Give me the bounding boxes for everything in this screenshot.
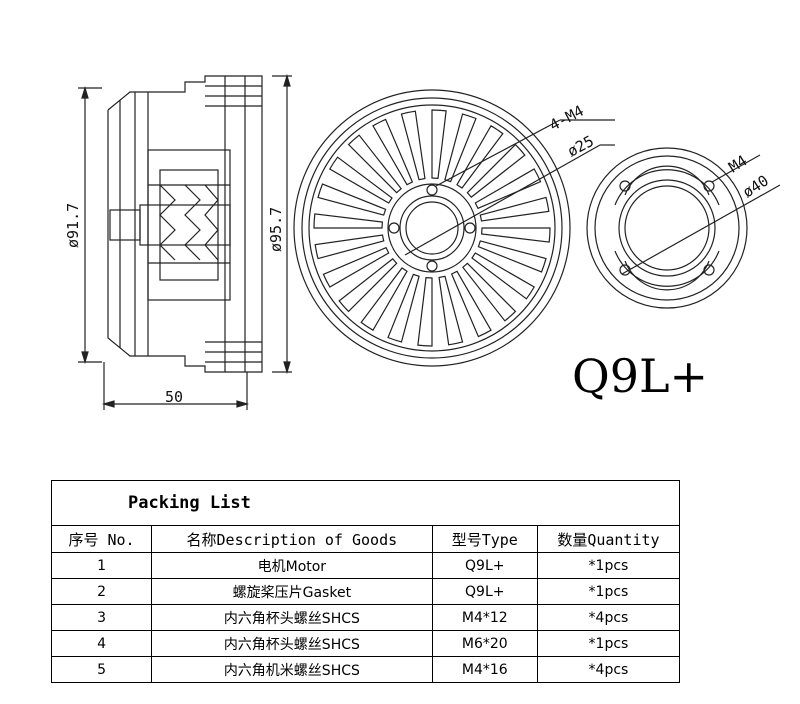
wheel-spoke (400, 110, 426, 181)
wheel-spoke (322, 246, 390, 288)
model-label: Q9L+ (572, 349, 708, 403)
wheel-spoke (479, 196, 550, 222)
wheel-spoke (456, 124, 504, 189)
wheel-spoke (387, 273, 420, 343)
wheel-spoke (417, 277, 433, 347)
mount-hole (703, 180, 715, 192)
cell-no: 1 (50, 552, 153, 579)
wheel-spoke (471, 252, 536, 300)
mount-hole (464, 222, 476, 234)
wheel-spoke (477, 240, 547, 273)
side-view (78, 73, 292, 410)
mount-hole (426, 184, 438, 196)
wheel-spoke (314, 234, 385, 260)
motor-technical-drawing: ø91.7 ø95.7 50 4-M4 ø25 M4 ø40 Q9L+ (64, 73, 781, 410)
wheel-spoke (347, 134, 402, 194)
cell-no: 2 (50, 578, 153, 605)
table-row: 3 内六角杯头螺丝SHCS M4*12 *4pcs (50, 604, 681, 631)
front-view (293, 89, 615, 367)
cell-type: M6*20 (431, 630, 538, 657)
packing-list-table: Packing List 序号 No. 名称Description of Goo… (50, 480, 681, 683)
back-view (586, 147, 781, 309)
cell-no: 5 (50, 656, 153, 683)
header-quantity: 数量Quantity (536, 525, 681, 553)
wheel-spoke (360, 267, 408, 332)
wheel-spoke (466, 143, 526, 198)
back-circle-label: ø40 (739, 172, 772, 202)
wheel-spoke (372, 118, 414, 186)
cell-desc: 内六角杯头螺丝SHCS (151, 630, 433, 657)
dim-outer-diameter: ø91.7 (64, 203, 82, 248)
cell-no: 4 (50, 630, 153, 657)
cell-qty: *4pcs (536, 604, 681, 631)
cell-qty: *4pcs (536, 656, 681, 683)
wheel-spoke (431, 109, 447, 179)
wheel-spoke (328, 156, 393, 204)
header-no: 序号 No. (50, 525, 153, 553)
wheel-spoke (313, 213, 383, 229)
wheel-spoke (338, 258, 398, 313)
table-row: 1 电机Motor Q9L+ *1pcs (50, 552, 681, 579)
wheel-spoke (462, 262, 517, 322)
front-circle-label: ø25 (564, 132, 596, 161)
header-description: 名称Description of Goods (151, 525, 433, 553)
wheel-spoke (317, 183, 387, 216)
wheel-spoke (481, 227, 551, 243)
dim-inner-diameter: ø95.7 (267, 207, 285, 252)
wheel-spoke (450, 270, 492, 338)
table-row: 2 螺旋桨压片Gasket Q9L+ *1pcs (50, 578, 681, 605)
cell-type: Q9L+ (431, 578, 538, 605)
packing-list-title: Packing List (51, 480, 680, 526)
cell-desc: 螺旋桨压片Gasket (151, 578, 433, 605)
cell-type: M4*16 (431, 656, 538, 683)
cell-desc: 内六角机米螺丝SHCS (151, 656, 433, 683)
wheel-spoke (444, 113, 477, 183)
cell-qty: *1pcs (536, 578, 681, 605)
cell-type: M4*12 (431, 604, 538, 631)
cell-desc: 内六角杯头螺丝SHCS (151, 604, 433, 631)
cell-no: 3 (50, 604, 153, 631)
wheel-spoke (438, 275, 464, 346)
cell-type: Q9L+ (431, 552, 538, 579)
mount-hole (619, 180, 631, 192)
mount-hole (426, 260, 438, 272)
header-type: 型号Type (431, 525, 538, 553)
mount-hole (703, 264, 715, 276)
table-row: 5 内六角机米螺丝SHCS M4*16 *4pcs (50, 656, 681, 683)
wheel-spoke (474, 168, 542, 210)
front-hole-label: 4-M4 (546, 102, 586, 135)
table-row: 4 内六角杯头螺丝SHCS M6*20 *1pcs (50, 630, 681, 657)
cell-qty: *1pcs (536, 630, 681, 657)
cell-qty: *1pcs (536, 552, 681, 579)
dim-width: 50 (165, 388, 183, 406)
mount-hole (388, 222, 400, 234)
cell-desc: 电机Motor (151, 552, 433, 579)
